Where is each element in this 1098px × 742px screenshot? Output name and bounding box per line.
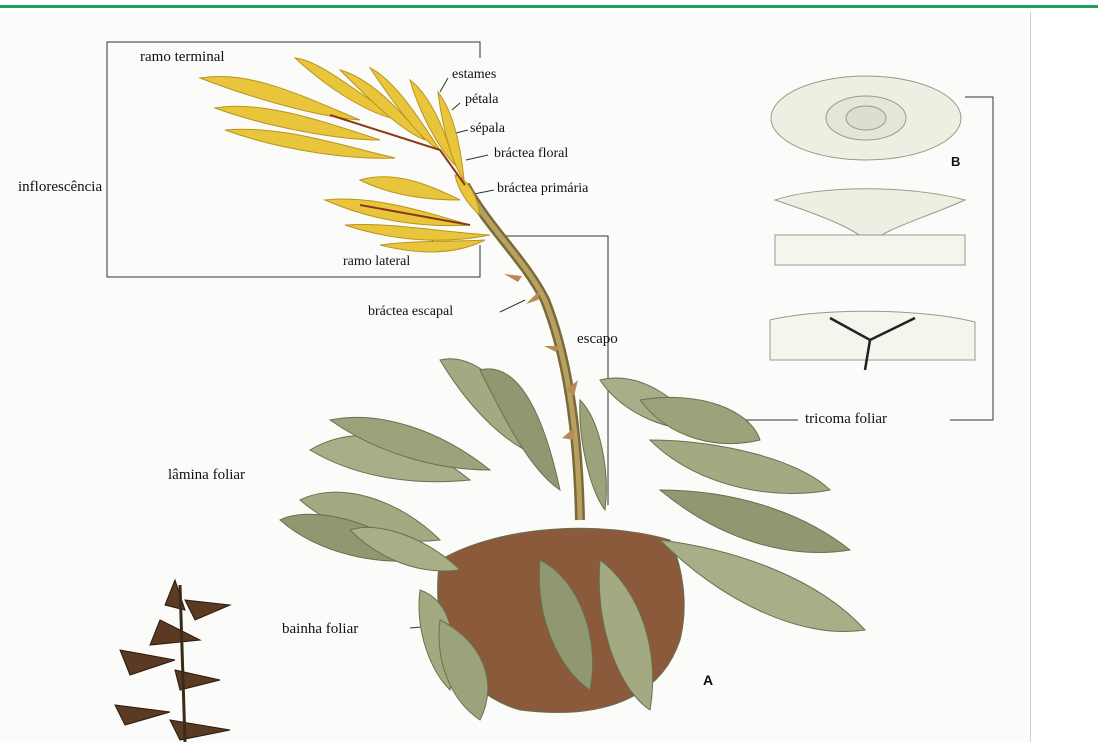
label-bractea-primaria: bráctea primária	[497, 182, 588, 196]
label-lamina-foliar: lâmina foliar	[168, 468, 245, 483]
figure-label-b: B	[951, 155, 960, 168]
trichome-section-1	[775, 189, 965, 265]
inflorescence-flowers	[200, 58, 490, 252]
label-tricoma-foliar: tricoma foliar	[805, 412, 887, 427]
label-ramo-lateral: ramo lateral	[343, 255, 410, 269]
figure-label-a: A	[703, 673, 713, 687]
label-estames: estames	[452, 68, 496, 82]
label-bractea-escapal: bráctea escapal	[368, 305, 453, 319]
dried-inflorescence	[115, 580, 230, 740]
label-ramo-terminal: ramo terminal	[140, 50, 225, 65]
label-escapo: escapo	[577, 332, 618, 347]
label-petala: pétala	[465, 93, 498, 107]
trichome-section-2	[770, 311, 975, 370]
trichome-top-view	[771, 76, 961, 160]
label-inflorescencia: inflorescência	[18, 180, 102, 195]
label-bractea-floral: bráctea floral	[494, 147, 568, 161]
label-sepala: sépala	[470, 122, 505, 136]
label-bainha-foliar: bainha foliar	[282, 622, 358, 637]
